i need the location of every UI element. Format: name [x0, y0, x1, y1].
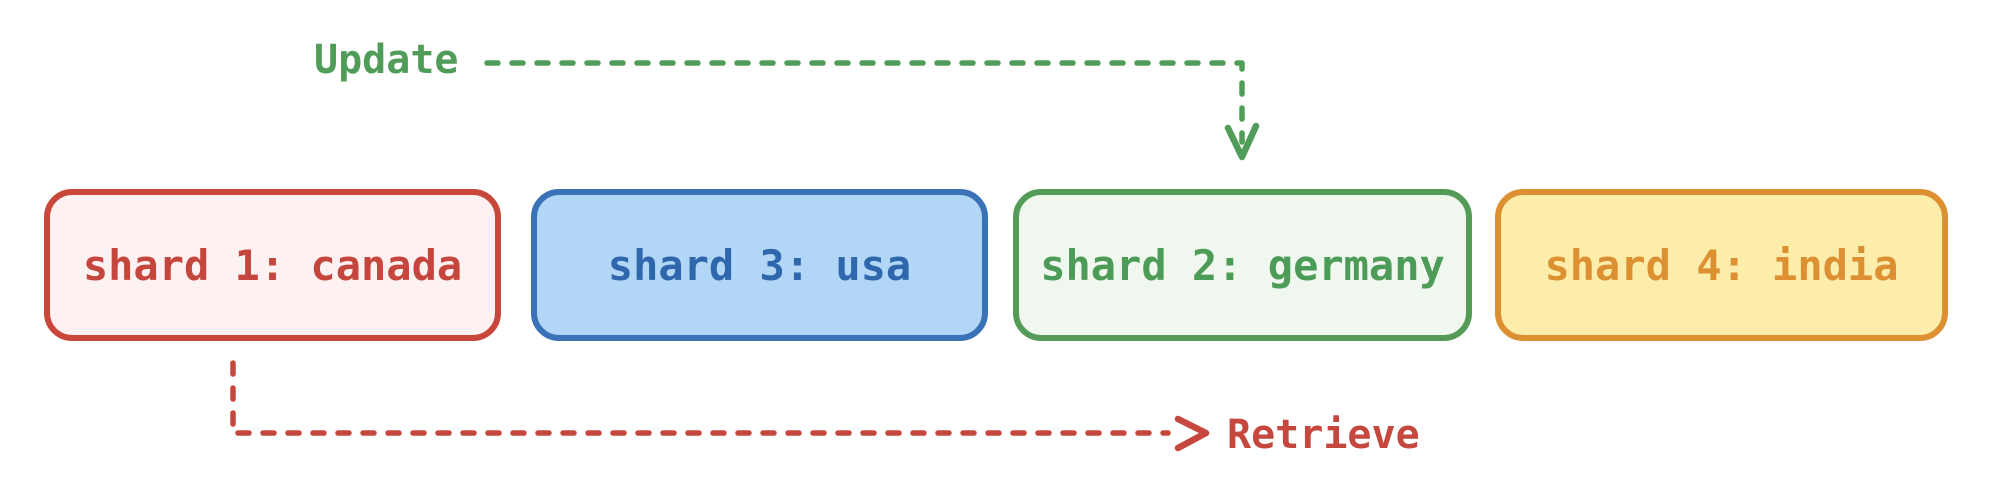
retrieve-arrowhead: [1174, 415, 1210, 452]
retrieve-label: Retrieve: [1227, 412, 1420, 458]
shard-2-germany-node: shard 2: germany: [1013, 189, 1472, 341]
update-arrow: [484, 60, 1260, 161]
shard-1-canada-label: shard 1: canada: [82, 240, 463, 290]
shard-4-india-label: shard 4: india: [1544, 240, 1899, 290]
update-label: Update: [314, 37, 459, 83]
shard-4-india-node: shard 4: india: [1495, 189, 1948, 341]
shard-3-usa-node: shard 3: usa: [531, 189, 988, 341]
retrieve-arrow: [230, 360, 1210, 452]
shard-2-germany-label: shard 2: germany: [1040, 240, 1445, 290]
update-arrowhead: [1224, 122, 1260, 161]
shard-3-usa-label: shard 3: usa: [607, 240, 912, 290]
shard-1-canada-node: shard 1: canada: [44, 189, 501, 341]
